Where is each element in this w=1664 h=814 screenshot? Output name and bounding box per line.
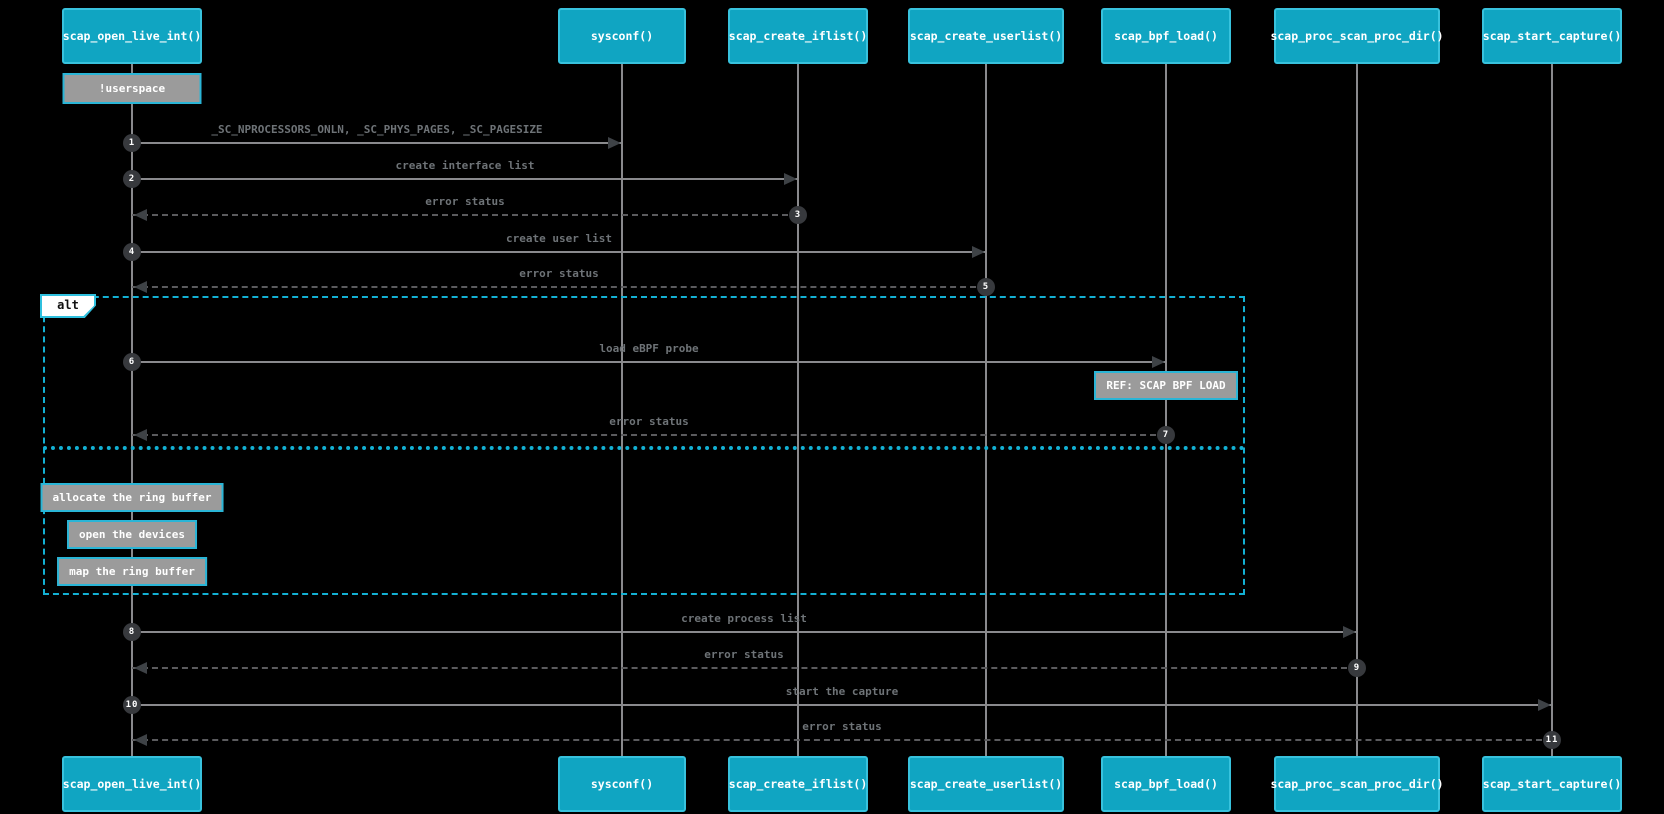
actor-top-scap-create-iflist: scap_create_iflist() [728, 8, 868, 64]
message-4-number: 4 [123, 243, 141, 261]
message-1-line [132, 142, 622, 144]
lifeline-sysconf [621, 64, 623, 758]
message-1-number: 1 [123, 134, 141, 152]
message-6-line [132, 361, 1166, 363]
message-2-label: create interface list [395, 159, 535, 172]
message-4-label: create user list [506, 232, 612, 245]
alt-fragment-frame [43, 296, 1245, 595]
message-8-label: create process list [681, 612, 807, 625]
message-10-line [132, 704, 1552, 706]
message-8-arrowhead-icon [1343, 626, 1356, 638]
lifeline-scap-open-live-int [131, 64, 133, 758]
note-userspace: !userspace [62, 73, 202, 104]
message-9-arrowhead-icon [134, 662, 147, 674]
actor-bottom-scap-start-capture: scap_start_capture() [1482, 756, 1622, 812]
actor-bottom-scap-create-userlist: scap_create_userlist() [908, 756, 1064, 812]
message-6-label: load eBPF probe [599, 342, 699, 355]
actor-bottom-scap-proc-scan-proc-dir: scap_proc_scan_proc_dir() [1270, 756, 1444, 812]
actor-top-scap-bpf-load: scap_bpf_load() [1101, 8, 1231, 64]
message-1-label: _SC_NPROCESSORS_ONLN, _SC_PHYS_PAGES, _S… [211, 123, 543, 136]
actor-top-scap-start-capture: scap_start_capture() [1482, 8, 1622, 64]
actor-bottom-scap-create-iflist: scap_create_iflist() [728, 756, 868, 812]
message-5-label: error status [519, 267, 599, 280]
lifeline-scap-proc-scan-proc-dir [1356, 64, 1358, 758]
message-9-label: error status [704, 648, 784, 661]
message-1-arrowhead-icon [608, 137, 621, 149]
actor-top-scap-open-live-int: scap_open_live_int() [62, 8, 202, 64]
message-9-line [132, 667, 1357, 669]
message-5-line [132, 286, 986, 288]
lifeline-scap-start-capture [1551, 64, 1553, 758]
message-2-arrowhead-icon [784, 173, 797, 185]
message-3-label: error status [425, 195, 505, 208]
message-3-line [132, 214, 798, 216]
message-10-arrowhead-icon [1538, 699, 1551, 711]
message-7-number: 7 [1157, 426, 1175, 444]
lifeline-scap-bpf-load [1165, 64, 1167, 758]
note-allocate-ring-buffer: allocate the ring buffer [40, 483, 224, 512]
lifeline-scap-create-iflist [797, 64, 799, 758]
actor-top-scap-create-userlist: scap_create_userlist() [908, 8, 1064, 64]
message-7-arrowhead-icon [134, 429, 147, 441]
message-6-arrowhead-icon [1152, 356, 1165, 368]
actor-top-scap-proc-scan-proc-dir: scap_proc_scan_proc_dir() [1270, 8, 1444, 64]
message-11-arrowhead-icon [134, 734, 147, 746]
message-5-number: 5 [977, 278, 995, 296]
message-6-number: 6 [123, 353, 141, 371]
message-3-number: 3 [789, 206, 807, 224]
note-ref-scap-bpf-load: REF: SCAP BPF LOAD [1094, 371, 1238, 400]
note-open-devices: open the devices [67, 520, 197, 549]
message-8-number: 8 [123, 623, 141, 641]
actor-bottom-scap-open-live-int: scap_open_live_int() [62, 756, 202, 812]
message-11-line [132, 739, 1552, 741]
message-5-arrowhead-icon [134, 281, 147, 293]
message-7-label: error status [609, 415, 689, 428]
message-11-number: 11 [1543, 731, 1561, 749]
lifeline-scap-create-userlist [985, 64, 987, 758]
actor-bottom-scap-bpf-load: scap_bpf_load() [1101, 756, 1231, 812]
alt-fragment-divider [43, 446, 1245, 450]
message-7-line [132, 434, 1166, 436]
actor-bottom-sysconf: sysconf() [558, 756, 686, 812]
message-9-number: 9 [1348, 659, 1366, 677]
alt-fragment-label-text: alt [42, 296, 94, 316]
message-2-number: 2 [123, 170, 141, 188]
message-4-arrowhead-icon [972, 246, 985, 258]
message-8-line [132, 631, 1357, 633]
message-2-line [132, 178, 798, 180]
note-map-ring-buffer: map the ring buffer [57, 557, 207, 586]
message-11-label: error status [802, 720, 882, 733]
message-10-label: start the capture [785, 685, 899, 698]
actor-top-sysconf: sysconf() [558, 8, 686, 64]
message-4-line [132, 251, 986, 253]
message-3-arrowhead-icon [134, 209, 147, 221]
alt-fragment-label: alt [40, 294, 96, 318]
message-10-number: 10 [123, 696, 141, 714]
